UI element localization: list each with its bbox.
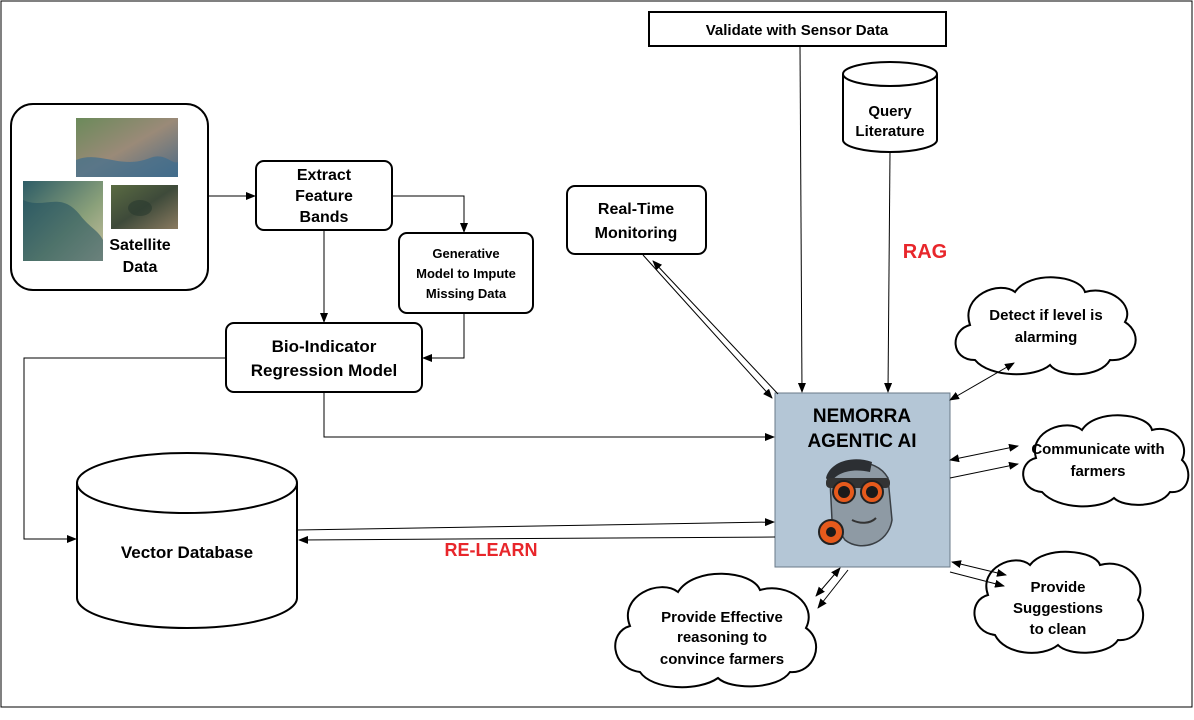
generative-line-2: Model to Impute bbox=[416, 266, 516, 281]
suggest-line-3: to clean bbox=[1030, 621, 1087, 638]
edge-agent-detect bbox=[949, 362, 1015, 401]
real-time-line-2: Monitoring bbox=[595, 225, 678, 242]
relearn-label: RE-LEARN bbox=[445, 540, 538, 560]
edge-vector-to-agent bbox=[296, 518, 775, 531]
communicate-line-1: Communicate with bbox=[1031, 441, 1164, 458]
vector-database-label: Vector Database bbox=[121, 543, 253, 562]
edge-bio-to-agent bbox=[323, 392, 775, 441]
reasoning-line-1: Provide Effective bbox=[661, 609, 783, 626]
edge-query-to-agent bbox=[884, 151, 893, 393]
extract-line-1: Extract bbox=[297, 167, 352, 184]
reasoning-line-3: convince farmers bbox=[660, 651, 784, 668]
edge-agent-to-vector bbox=[298, 535, 776, 544]
communicate-line-2: farmers bbox=[1070, 463, 1125, 480]
edge-agent-suggest bbox=[951, 560, 1007, 577]
rag-label: RAG bbox=[903, 241, 947, 263]
edge-bio-to-vector bbox=[23, 357, 226, 543]
detect-line-1: Detect if level is bbox=[989, 307, 1102, 324]
satellite-data-node: Satellite Data bbox=[10, 103, 209, 291]
query-literature-line-2: Literature bbox=[855, 123, 924, 140]
query-literature-node: Query Literature bbox=[842, 61, 938, 153]
satellite-data-line-2: Data bbox=[123, 259, 158, 276]
edge-validate-to-agent bbox=[797, 45, 806, 393]
edge-agent-communicate bbox=[949, 443, 1019, 463]
bio-indicator-line-1: Bio-Indicator bbox=[272, 337, 377, 356]
suggest-line-1: Provide bbox=[1030, 579, 1085, 596]
generative-line-3: Missing Data bbox=[426, 286, 507, 301]
vector-database-node: Vector Database bbox=[76, 452, 298, 629]
generative-line-1: Generative bbox=[432, 246, 499, 261]
nemorra-agentic-ai-node: NEMORRA AGENTIC AI bbox=[774, 392, 951, 568]
detect-alarming-cloud: Detect if level is alarming bbox=[954, 276, 1137, 376]
validate-sensor-node: Validate with Sensor Data bbox=[648, 11, 947, 47]
agent-line-1: NEMORRA bbox=[813, 406, 911, 427]
agent-line-2: AGENTIC AI bbox=[807, 431, 916, 452]
edge-agent-to-realtime bbox=[652, 260, 779, 395]
provide-suggestions-cloud: Provide Suggestions to clean bbox=[973, 550, 1145, 654]
edge-agent-reasoning-2 bbox=[817, 569, 849, 609]
generative-model-node: Generative Model to Impute Missing Data bbox=[398, 232, 534, 314]
robot-face-goggles-icon bbox=[818, 459, 893, 547]
edge-generative-to-bio bbox=[422, 313, 465, 362]
real-time-line-1: Real-Time bbox=[598, 201, 674, 218]
detect-line-2: alarming bbox=[1015, 329, 1078, 346]
reasoning-line-2: reasoning to bbox=[677, 629, 767, 646]
bio-indicator-line-2: Regression Model bbox=[251, 361, 397, 380]
provide-reasoning-cloud: Provide Effective reasoning to convince … bbox=[614, 572, 817, 689]
edge-agent-suggest-2 bbox=[949, 571, 1005, 588]
edge-realtime-to-agent bbox=[642, 254, 773, 399]
extract-feature-bands-node: Extract Feature Bands bbox=[255, 160, 393, 231]
edge-agent-reasoning bbox=[815, 567, 841, 597]
edge-extract-to-generative bbox=[392, 195, 468, 233]
satellite-data-line-1: Satellite bbox=[109, 237, 170, 254]
edges bbox=[23, 45, 1019, 609]
edge-agent-communicate-2 bbox=[949, 461, 1019, 479]
query-literature-line-1: Query bbox=[868, 103, 912, 120]
real-time-monitoring-node: Real-Time Monitoring bbox=[566, 185, 707, 255]
communicate-farmers-cloud: Communicate with farmers bbox=[1022, 414, 1190, 508]
validate-sensor-label: Validate with Sensor Data bbox=[706, 22, 889, 39]
suggest-line-2: Suggestions bbox=[1013, 600, 1103, 617]
extract-line-2: Feature bbox=[295, 188, 353, 205]
bio-indicator-node: Bio-Indicator Regression Model bbox=[225, 322, 423, 393]
extract-line-3: Bands bbox=[300, 209, 349, 226]
